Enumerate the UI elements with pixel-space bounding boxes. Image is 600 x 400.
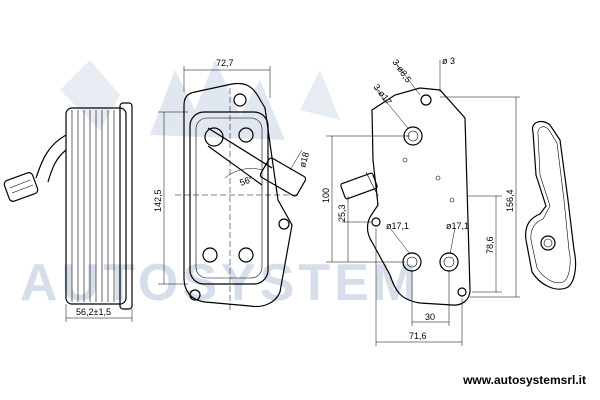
dim-port-left: ø17,1 [386, 221, 409, 231]
dim-width: 72,7 [216, 58, 234, 68]
dim-spacing-30: 30 [425, 312, 435, 322]
dim-bolt-diameter: ø 3 [442, 56, 455, 66]
dim-pipe-diameter: ø18 [297, 151, 311, 169]
dim-height-78-6: 78,6 [485, 236, 495, 254]
side-view: 56,2±1,5 [3, 102, 133, 322]
dim-depth: 56,2±1,5 [76, 307, 111, 317]
dim-height: 142,5 [153, 189, 163, 212]
dim-height-100: 100 [321, 188, 331, 203]
dim-angle: 56° [238, 174, 255, 188]
dim-offset: 25,3 [337, 204, 347, 222]
dim-port-right: ø17,1 [446, 221, 469, 231]
dim-height-156-4: 156,4 [505, 189, 515, 212]
watermark: AUTOSYSTEM [20, 60, 420, 312]
gasket [525, 120, 577, 290]
watermark-text: AUTOSYSTEM [20, 254, 420, 312]
dim-width-71-6: 71,6 [409, 331, 427, 341]
dim-hole-spacing: 3-ø8,5 [390, 57, 413, 84]
website-url: www.autosystemsrl.it [463, 373, 586, 387]
front-view: 72,7 142,5 ø18 56° [153, 58, 311, 310]
